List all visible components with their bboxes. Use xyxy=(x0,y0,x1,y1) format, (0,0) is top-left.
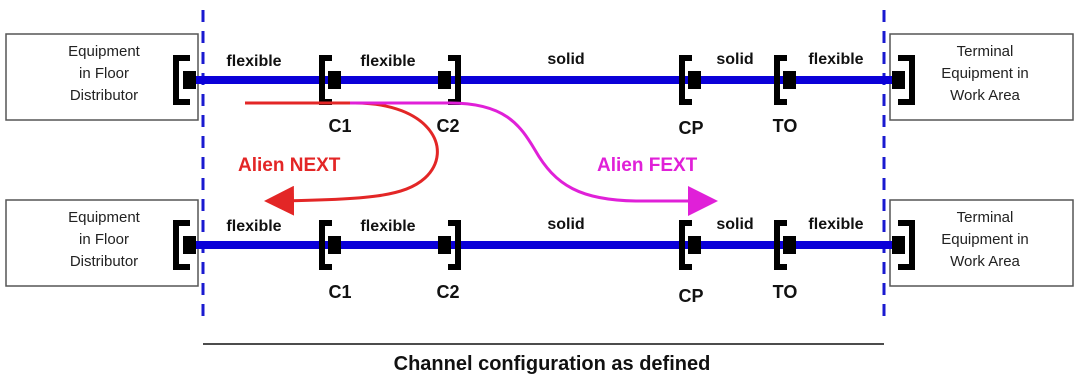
right-box-line-2: Equipment in xyxy=(941,65,1029,82)
caption-text: Channel configuration as defined xyxy=(394,353,711,375)
segment-label-5: flexible xyxy=(808,216,863,233)
segment-label-3: solid xyxy=(547,216,584,233)
segment-label-1: flexible xyxy=(226,53,281,70)
right-equipment-box xyxy=(889,33,1074,121)
connector-label-to: TO xyxy=(773,116,798,136)
left-equipment-box xyxy=(5,33,199,121)
segment-label-2: flexible xyxy=(360,218,415,235)
right-box-line-1: Terminal xyxy=(957,43,1014,60)
right-box-line-1: Terminal xyxy=(957,209,1014,226)
segment-label-5: flexible xyxy=(808,51,863,68)
connector-cp xyxy=(679,55,701,105)
connector-c2 xyxy=(438,220,461,270)
segment-label-4: solid xyxy=(716,216,753,233)
connector-c1 xyxy=(319,220,341,270)
work-area-jack xyxy=(892,55,915,105)
connector-label-cp: CP xyxy=(678,118,703,138)
segment-label-4: solid xyxy=(716,51,753,68)
connector-c1 xyxy=(319,55,341,105)
alien-next-label: Alien NEXT xyxy=(238,155,341,176)
connector-to xyxy=(774,220,796,270)
right-box-line-2: Equipment in xyxy=(941,231,1029,248)
work-area-jack xyxy=(892,220,915,270)
connector-label-c2: C2 xyxy=(436,282,459,302)
floor-distributor-jack xyxy=(173,220,196,270)
left-box-line-3: Distributor xyxy=(70,253,138,270)
connector-label-cp: CP xyxy=(678,286,703,306)
segment-label-3: solid xyxy=(547,51,584,68)
floor-distributor-jack xyxy=(173,55,196,105)
left-box-line-1: Equipment xyxy=(68,209,141,226)
alien-fext-arrow xyxy=(350,101,718,216)
connector-label-to: TO xyxy=(773,282,798,302)
segment-label-2: flexible xyxy=(360,53,415,70)
left-box-line-3: Distributor xyxy=(70,87,138,104)
alien-fext-label: Alien FEXT xyxy=(597,155,698,176)
segment-label-1: flexible xyxy=(226,218,281,235)
connector-label-c2: C2 xyxy=(436,116,459,136)
channel-row-2: Equipment in Floor Distributor Terminal … xyxy=(5,199,1074,306)
left-equipment-box xyxy=(5,199,199,287)
right-box-line-3: Work Area xyxy=(950,253,1020,270)
left-box-line-1: Equipment xyxy=(68,43,141,60)
connector-to xyxy=(774,55,796,105)
channel-row-1: Equipment in Floor Distributor Terminal … xyxy=(5,33,1074,138)
connector-label-c1: C1 xyxy=(328,116,351,136)
connector-c2 xyxy=(438,55,461,105)
right-box-line-3: Work Area xyxy=(950,87,1020,104)
left-box-line-2: in Floor xyxy=(79,65,129,82)
alien-next-arrow xyxy=(245,101,439,216)
connector-cp xyxy=(679,220,701,270)
connector-label-c1: C1 xyxy=(328,282,351,302)
left-box-line-2: in Floor xyxy=(79,231,129,248)
